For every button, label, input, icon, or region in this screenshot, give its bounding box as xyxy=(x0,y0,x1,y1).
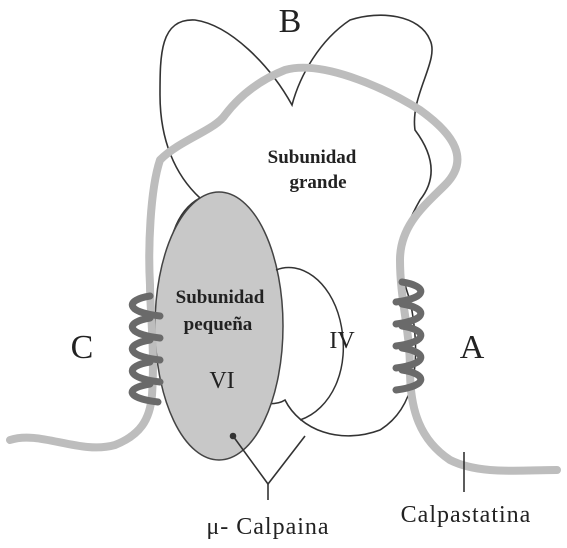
large-subunit-label-line2: grande xyxy=(290,172,347,193)
label-a: A xyxy=(460,329,485,366)
large-subunit-label-line1: Subunidad xyxy=(268,147,357,168)
label-b: B xyxy=(279,3,302,40)
calpastatin-strand xyxy=(10,68,557,471)
label-iv: IV xyxy=(329,328,355,354)
label-vi: VI xyxy=(209,368,234,394)
label-c: C xyxy=(71,329,94,366)
calpastatin-caption: Calpastatina xyxy=(401,502,532,528)
mu-calpain-caption: μ- Calpaina xyxy=(206,514,329,540)
small-subunit-label-line1: Subunidad xyxy=(176,287,265,308)
small-subunit-label-line2: pequeña xyxy=(184,314,253,335)
